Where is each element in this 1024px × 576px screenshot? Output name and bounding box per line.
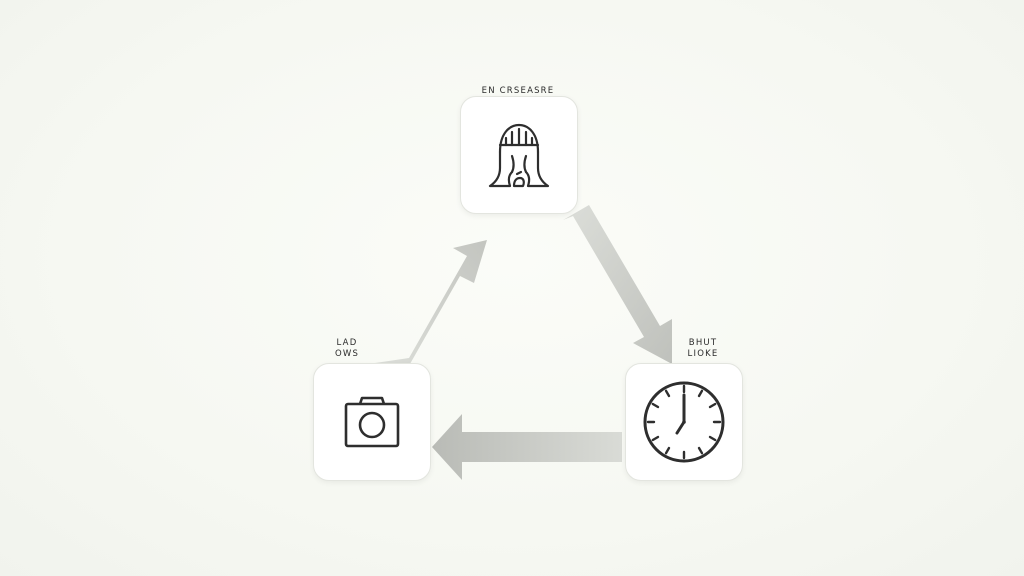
camera-icon	[344, 396, 400, 448]
label-left-line-1: LAD	[336, 338, 358, 348]
label-right-line-2: LIOKE	[687, 349, 719, 359]
label-right: BHUT LIOKE	[672, 338, 734, 360]
label-left: LAD OWS	[315, 338, 379, 360]
node-left	[313, 363, 431, 481]
clock-icon	[643, 381, 725, 463]
arrow-right-to-left	[432, 414, 622, 480]
arrow-left-to-top	[375, 240, 487, 378]
label-left-line-2: OWS	[334, 349, 360, 359]
label-top-line-1: EN CRSEASRE	[481, 86, 555, 96]
node-right	[625, 363, 743, 481]
node-top	[460, 96, 578, 214]
ghost-figure-icon	[488, 123, 550, 188]
arrow-top-to-right	[563, 205, 672, 364]
label-top: EN CRSEASRE	[448, 86, 588, 97]
label-right-line-1: BHUT	[688, 338, 718, 348]
